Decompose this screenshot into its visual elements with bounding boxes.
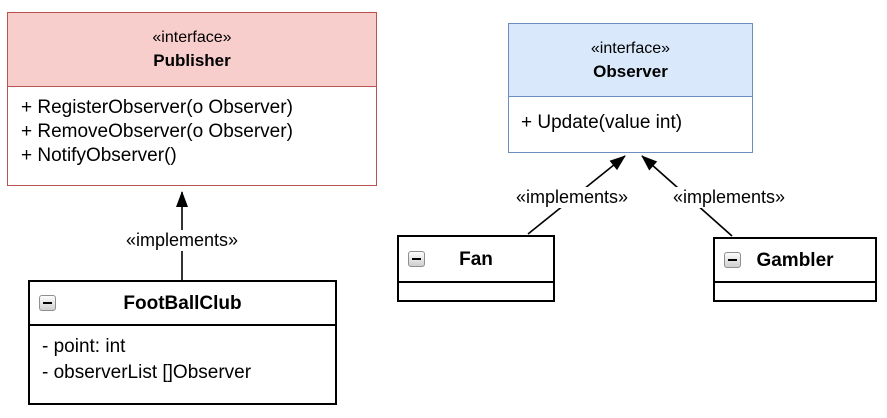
collapse-minus-icon[interactable] bbox=[39, 295, 56, 311]
class-box-publisher[interactable]: «interface» Publisher + RegisterObserver… bbox=[7, 12, 377, 186]
implements-label: «implements» bbox=[512, 187, 632, 208]
fan-body-empty bbox=[399, 283, 553, 300]
fan-header: Fan bbox=[399, 237, 553, 283]
footballclub-fields: - point: int - observerList []Observer bbox=[30, 326, 335, 403]
publisher-header: «interface» Publisher bbox=[8, 13, 376, 87]
class-box-fan[interactable]: Fan bbox=[397, 235, 555, 302]
fan-name: Fan bbox=[459, 249, 493, 270]
observer-header: «interface» Observer bbox=[509, 24, 752, 97]
gambler-header: Gambler bbox=[715, 239, 875, 283]
field-item: - observerList []Observer bbox=[42, 362, 252, 383]
publisher-methods: + RegisterObserver(o Observer) + RemoveO… bbox=[8, 87, 376, 185]
class-box-footballclub[interactable]: FootBallClub - point: int - observerList… bbox=[28, 280, 337, 405]
observer-name: Observer bbox=[593, 61, 668, 81]
method-item: + NotifyObserver() bbox=[21, 145, 177, 166]
gambler-body-empty bbox=[715, 283, 875, 300]
implements-label: «implements» bbox=[669, 187, 789, 208]
method-item: + RegisterObserver(o Observer) bbox=[21, 97, 293, 118]
class-box-gambler[interactable]: Gambler bbox=[713, 237, 877, 302]
observer-stereotype: «interface» bbox=[590, 39, 671, 57]
footballclub-name: FootBallClub bbox=[123, 293, 242, 314]
collapse-minus-icon[interactable] bbox=[724, 252, 741, 268]
publisher-name: Publisher bbox=[153, 51, 231, 70]
method-item: + RemoveObserver(o Observer) bbox=[21, 121, 293, 142]
observer-methods: + Update(value int) bbox=[509, 97, 752, 152]
class-box-observer[interactable]: «interface» Observer + Update(value int) bbox=[508, 23, 753, 153]
field-item: - point: int bbox=[42, 336, 126, 357]
method-item: + Update(value int) bbox=[521, 112, 683, 133]
gambler-name: Gambler bbox=[756, 250, 834, 271]
implements-label: «implements» bbox=[122, 230, 242, 251]
collapse-minus-icon[interactable] bbox=[408, 251, 425, 267]
footballclub-header: FootBallClub bbox=[30, 282, 335, 326]
publisher-stereotype: «interface» bbox=[152, 29, 232, 46]
